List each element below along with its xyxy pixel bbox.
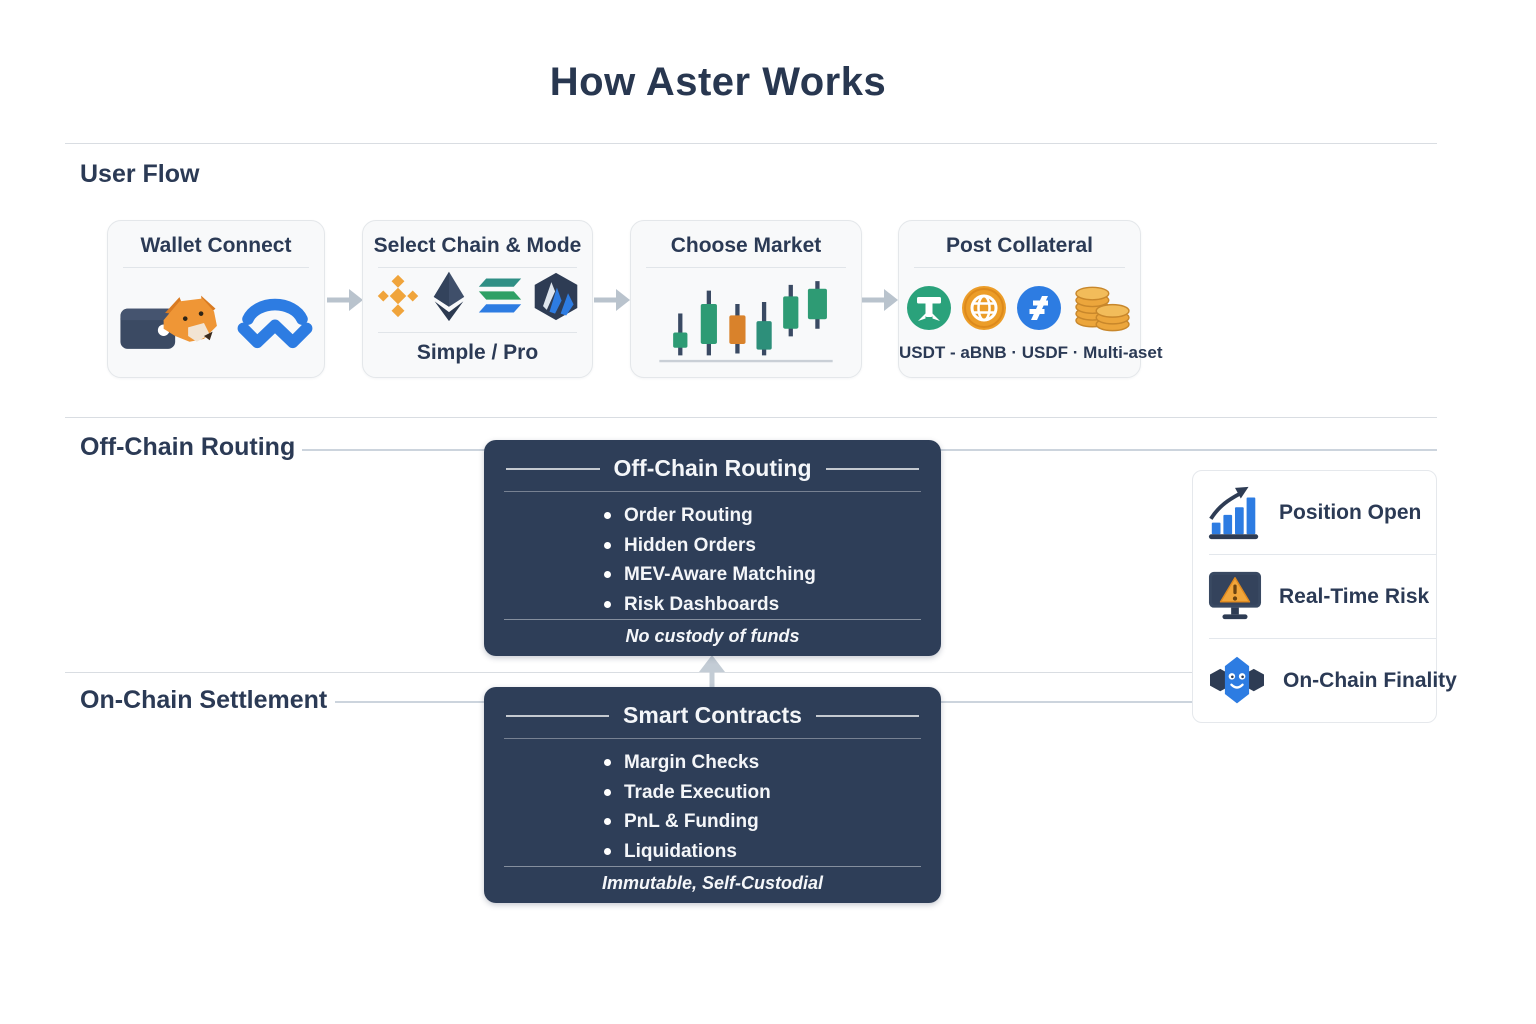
flow-arrow-icon bbox=[594, 287, 630, 313]
bullet-dot-icon bbox=[604, 600, 611, 608]
list-item: Hidden Orders bbox=[604, 531, 941, 561]
card-post-collateral: Post Collateral bbox=[898, 220, 1163, 378]
header-line bbox=[825, 467, 920, 470]
section-divider bbox=[65, 417, 1437, 418]
card-title-divider bbox=[914, 267, 1125, 268]
ethereum-icon bbox=[429, 270, 469, 322]
globe-coin-icon bbox=[961, 285, 1007, 331]
bullet-dot-icon bbox=[604, 847, 611, 855]
walletconnect-icon bbox=[237, 296, 313, 350]
card-title-divider bbox=[378, 267, 577, 268]
smart-contracts-card: Smart Contracts Margin Checks Trade Exec… bbox=[484, 687, 941, 903]
flow-arrow-icon bbox=[862, 287, 898, 313]
card-title: Select Chain & Mode bbox=[373, 234, 582, 257]
bullet-dot-icon bbox=[604, 512, 611, 520]
candlestick-chart-icon bbox=[646, 275, 846, 371]
usdf-coin-icon bbox=[1016, 285, 1062, 331]
bullet-dot-icon bbox=[604, 788, 611, 796]
card-wallet-connect: Wallet Connect bbox=[107, 220, 325, 378]
on-chain-footnote: Immutable, Self-Custodial bbox=[504, 866, 921, 894]
bullet-dot-icon bbox=[604, 541, 611, 549]
list-item: Order Routing bbox=[604, 501, 941, 531]
off-chain-routing-card: Off-Chain Routing Order Routing Hidden O… bbox=[484, 440, 941, 656]
solana-icon bbox=[477, 276, 523, 316]
bullet-dot-icon bbox=[604, 571, 611, 579]
outcomes-panel: Position Open Real-Time Risk bbox=[1192, 470, 1457, 723]
card-title-divider bbox=[123, 267, 309, 268]
list-item: Risk Dashboards bbox=[604, 590, 941, 620]
coin-stack-icon bbox=[1071, 282, 1133, 334]
outcome-row-real-time-risk: Real-Time Risk bbox=[1193, 555, 1436, 638]
list-item: PnL & Funding bbox=[604, 807, 941, 837]
section-label-off-chain: Off-Chain Routing bbox=[80, 433, 296, 461]
chain-hexagon-icon bbox=[1206, 654, 1268, 708]
card-title-divider bbox=[646, 267, 846, 268]
header-line bbox=[506, 714, 610, 717]
card-title: Wallet Connect bbox=[140, 234, 292, 257]
flow-arrow-icon bbox=[327, 287, 363, 313]
outcome-label: Position Open bbox=[1279, 500, 1422, 524]
card-title: Post Collateral bbox=[945, 234, 1094, 257]
page-title: How Aster Works bbox=[549, 60, 887, 104]
card-choose-market: Choose Market bbox=[630, 220, 862, 378]
mode-label: Simple / Pro bbox=[416, 341, 539, 364]
outcome-label: On-Chain Finality bbox=[1283, 668, 1457, 692]
outcome-row-on-chain-finality: On-Chain Finality bbox=[1193, 639, 1457, 722]
header-divider bbox=[504, 491, 921, 492]
monitor-warning-icon bbox=[1206, 570, 1264, 624]
metamask-wallet-icon bbox=[119, 286, 227, 360]
bullet-dot-icon bbox=[604, 759, 611, 767]
card-footer-divider bbox=[378, 332, 577, 333]
section-divider bbox=[65, 672, 1437, 673]
list-item: MEV-Aware Matching bbox=[604, 560, 941, 590]
card-title: Choose Market bbox=[670, 234, 822, 257]
section-label-on-chain: On-Chain Settlement bbox=[80, 686, 328, 714]
header-line bbox=[506, 467, 600, 470]
on-chain-feature-list: Margin Checks Trade Execution PnL & Fund… bbox=[604, 748, 941, 866]
title-divider bbox=[65, 143, 1437, 144]
outcome-divider bbox=[1209, 554, 1436, 555]
list-item: Margin Checks bbox=[604, 748, 941, 778]
dark-card-title: Off-Chain Routing bbox=[613, 455, 812, 481]
arbitrum-icon bbox=[531, 271, 581, 321]
list-item: Trade Execution bbox=[604, 778, 941, 808]
bar-chart-growth-icon bbox=[1206, 484, 1264, 542]
card-select-chain-mode: Select Chain & Mode bbox=[362, 220, 593, 378]
off-chain-footnote: No custody of funds bbox=[504, 619, 921, 647]
bullet-dot-icon bbox=[604, 818, 611, 826]
collateral-assets-label: USDT - aBNB · USDF · Multi-aset bbox=[899, 343, 1163, 362]
outcome-divider bbox=[1209, 638, 1436, 639]
outcome-label: Real-Time Risk bbox=[1279, 584, 1430, 608]
header-divider bbox=[504, 738, 921, 739]
list-item: Liquidations bbox=[604, 837, 941, 867]
off-chain-feature-list: Order Routing Hidden Orders MEV-Aware Ma… bbox=[604, 501, 941, 619]
bnb-chain-icon bbox=[375, 273, 421, 319]
section-label-user-flow: User Flow bbox=[80, 160, 200, 188]
dark-card-title: Smart Contracts bbox=[623, 702, 802, 728]
header-line bbox=[815, 714, 919, 717]
outcome-row-position-open: Position Open bbox=[1193, 471, 1436, 554]
usdt-coin-icon bbox=[906, 285, 952, 331]
